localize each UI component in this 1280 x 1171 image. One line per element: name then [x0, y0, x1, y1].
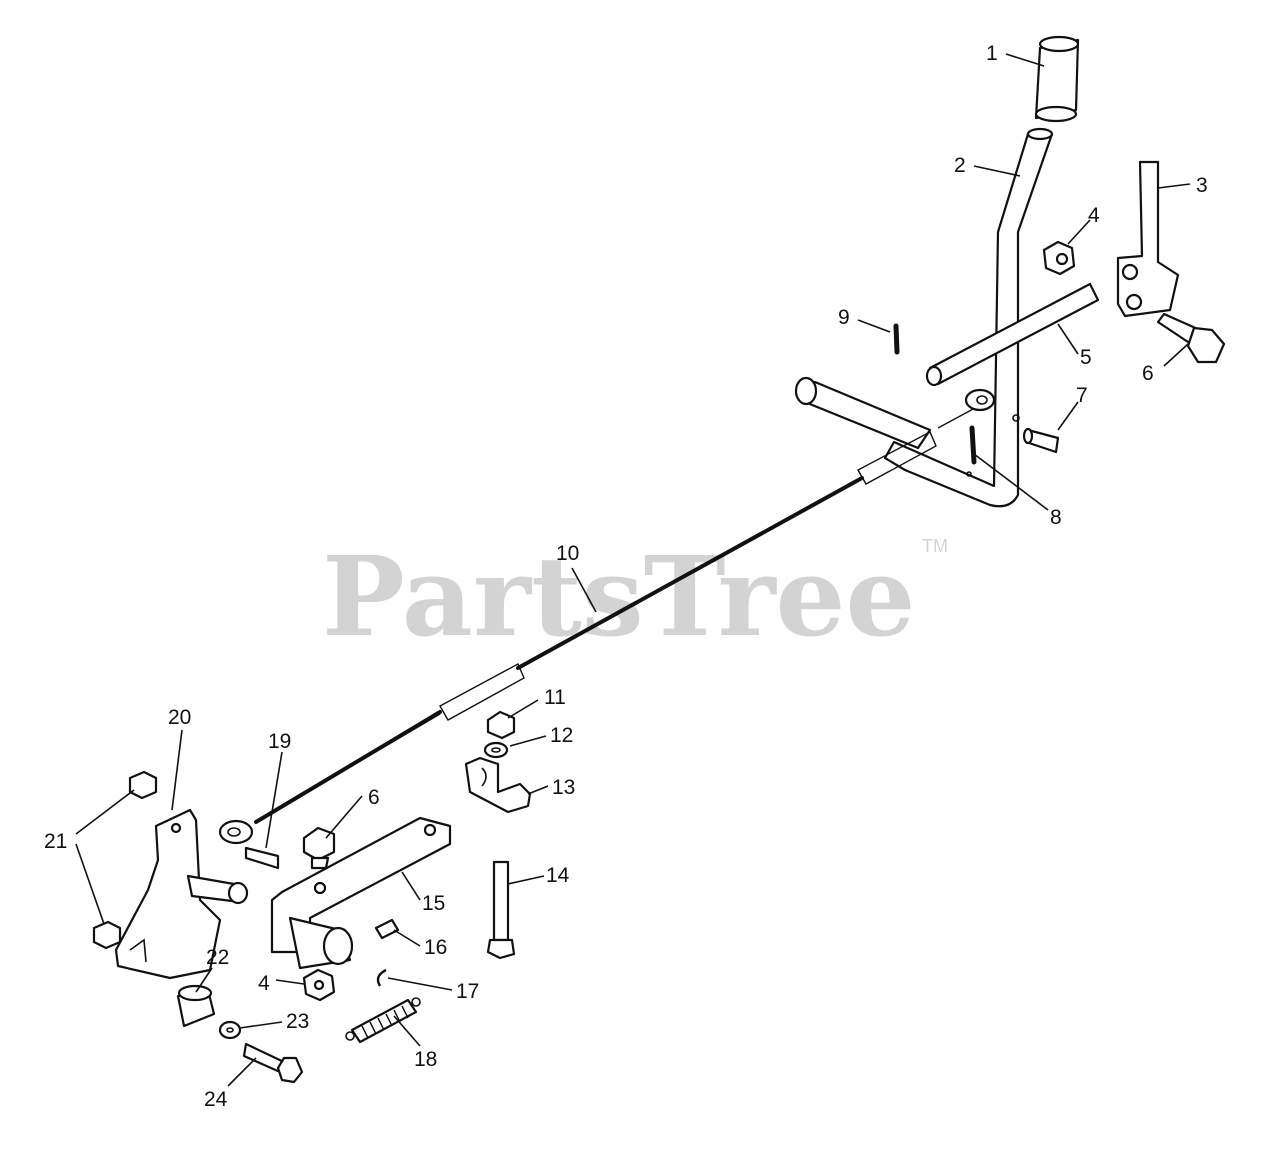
callout-24: 24: [204, 1088, 228, 1111]
callout-15: 15: [422, 892, 445, 915]
callout-2: 2: [954, 154, 966, 177]
part-1-grip: [1034, 35, 1080, 123]
part-24-bolt: [242, 1042, 304, 1084]
part-9-cotter-pin: [893, 323, 900, 355]
part-13-bracket: [464, 756, 532, 814]
part-2-lever-handle: [794, 127, 1054, 508]
callouts: 1 2 3 4 4 5 6 6 7 8 9 10 11 12 13 14 15 …: [44, 42, 1208, 1111]
callout-6-lower: 6: [368, 786, 380, 809]
leader-lines: [75, 53, 1191, 1087]
callout-1: 1: [986, 42, 998, 65]
part-19-bolt: [244, 846, 280, 870]
part-21-nut-upper: [128, 770, 158, 800]
callout-18: 18: [414, 1048, 437, 1071]
callout-3: 3: [1196, 174, 1208, 197]
callout-4-upper: 4: [1088, 204, 1100, 227]
callout-23: 23: [286, 1010, 309, 1033]
part-6-bolt-upper: [1156, 312, 1226, 364]
callout-21: 21: [44, 830, 67, 853]
part-7-pin: [1022, 427, 1060, 454]
pedal-shaft: [186, 874, 249, 905]
watermark-trademark: TM: [922, 536, 948, 556]
callout-4-lower: 4: [258, 972, 270, 995]
part-4-nut-lower: [302, 968, 336, 1002]
callout-10: 10: [556, 542, 579, 565]
callout-19: 19: [268, 730, 291, 753]
part-21-nut-lower: [92, 920, 122, 950]
watermark: PartsTree TM: [322, 532, 948, 661]
callout-22: 22: [206, 946, 229, 969]
callout-13: 13: [552, 776, 575, 799]
part-12-washer: [483, 741, 509, 759]
callout-17: 17: [456, 980, 479, 1003]
callout-8: 8: [1050, 506, 1062, 529]
callout-5: 5: [1080, 346, 1092, 369]
part-8-cotter-pin: [969, 425, 977, 465]
part-16-screw: [374, 918, 400, 940]
callout-9: 9: [838, 306, 850, 329]
part-15-bracket: [270, 816, 452, 970]
part-17-clip: [376, 968, 387, 987]
callout-7: 7: [1076, 384, 1088, 407]
part-14-bolt: [486, 860, 516, 960]
part-23-washer: [218, 1020, 242, 1040]
callout-12: 12: [550, 724, 573, 747]
part-20-pedal-arm: [114, 808, 222, 980]
watermark-brand: PartsTree: [322, 532, 916, 661]
part-22-spacer: [176, 984, 216, 1028]
callout-14: 14: [546, 864, 570, 887]
part-10-cable: [218, 388, 996, 845]
callout-6-upper: 6: [1142, 362, 1154, 385]
part-5-rod: [925, 282, 1100, 387]
part-6-bolt-lower: [302, 826, 336, 870]
part-11-nut: [486, 710, 516, 740]
part-4-nut-upper: [1042, 240, 1076, 276]
callout-16: 16: [424, 936, 447, 959]
part-3-bracket: [1116, 160, 1180, 318]
part-18-spring: [345, 997, 421, 1044]
callout-11: 11: [544, 686, 566, 709]
callout-20: 20: [168, 706, 191, 729]
